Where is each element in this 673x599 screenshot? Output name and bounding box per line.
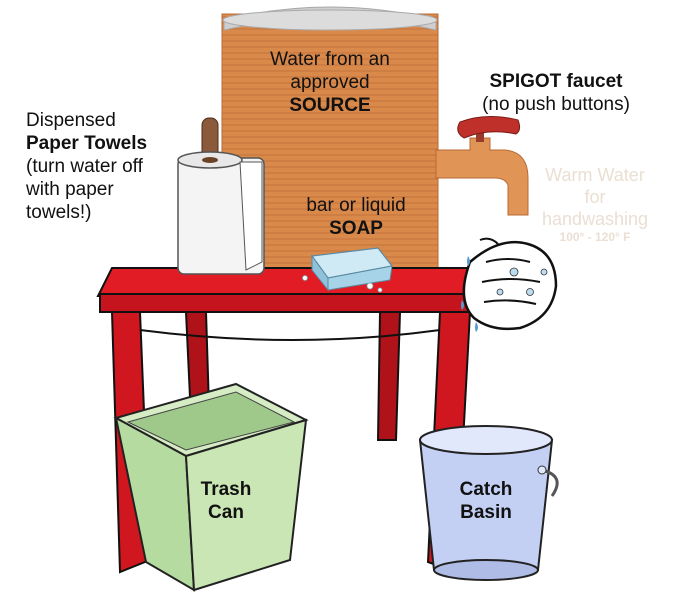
source-label: Water from an approved SOURCE [238, 48, 422, 117]
trash-can-icon [113, 382, 309, 592]
source-line-3: SOURCE [289, 95, 371, 116]
spigot-subtitle: (no push buttons) [482, 94, 630, 115]
basin-line-1: Catch [459, 479, 513, 500]
warm-water-line-3: handwashing [541, 209, 649, 229]
spigot-title: SPIGOT faucet [489, 71, 623, 92]
warm-water-label: Warm Water for handwashing 100° - 120° F [520, 164, 670, 245]
spigot-label: SPIGOT faucet (no push buttons) [466, 70, 646, 116]
warm-water-line-2: for [584, 187, 606, 207]
catch-basin-label: Catch Basin [436, 478, 536, 524]
trash-line-1: Trash [200, 479, 252, 500]
soap-label: bar or liquid SOAP [286, 194, 426, 240]
faucet-handle-icon [457, 116, 521, 139]
soap-line-2: SOAP [329, 218, 383, 239]
washing-hands-icon [461, 237, 558, 332]
spigot-faucet-icon [435, 116, 529, 216]
soap-line-1: bar or liquid [306, 195, 406, 216]
soap-bar-icon [302, 247, 394, 293]
paper-towel-roll-icon [177, 117, 265, 275]
towels-line-4: with paper [26, 179, 114, 200]
warm-water-line-4: 100° - 120° F [559, 230, 631, 244]
warm-water-line-1: Warm Water [545, 165, 645, 185]
source-line-2: approved [290, 72, 370, 93]
towels-line-3: (turn water off [26, 156, 143, 177]
trash-can-label: Trash Can [176, 478, 276, 524]
towels-line-5: towels!) [26, 202, 92, 223]
trash-line-2: Can [208, 502, 244, 523]
towels-line-2: Paper Towels [26, 133, 148, 154]
paper-towels-label: Dispensed Paper Towels (turn water off w… [26, 109, 176, 224]
towels-line-1: Dispensed [26, 110, 116, 131]
source-line-1: Water from an [270, 49, 390, 70]
catch-basin-icon [418, 425, 559, 581]
basin-line-2: Basin [460, 502, 512, 523]
